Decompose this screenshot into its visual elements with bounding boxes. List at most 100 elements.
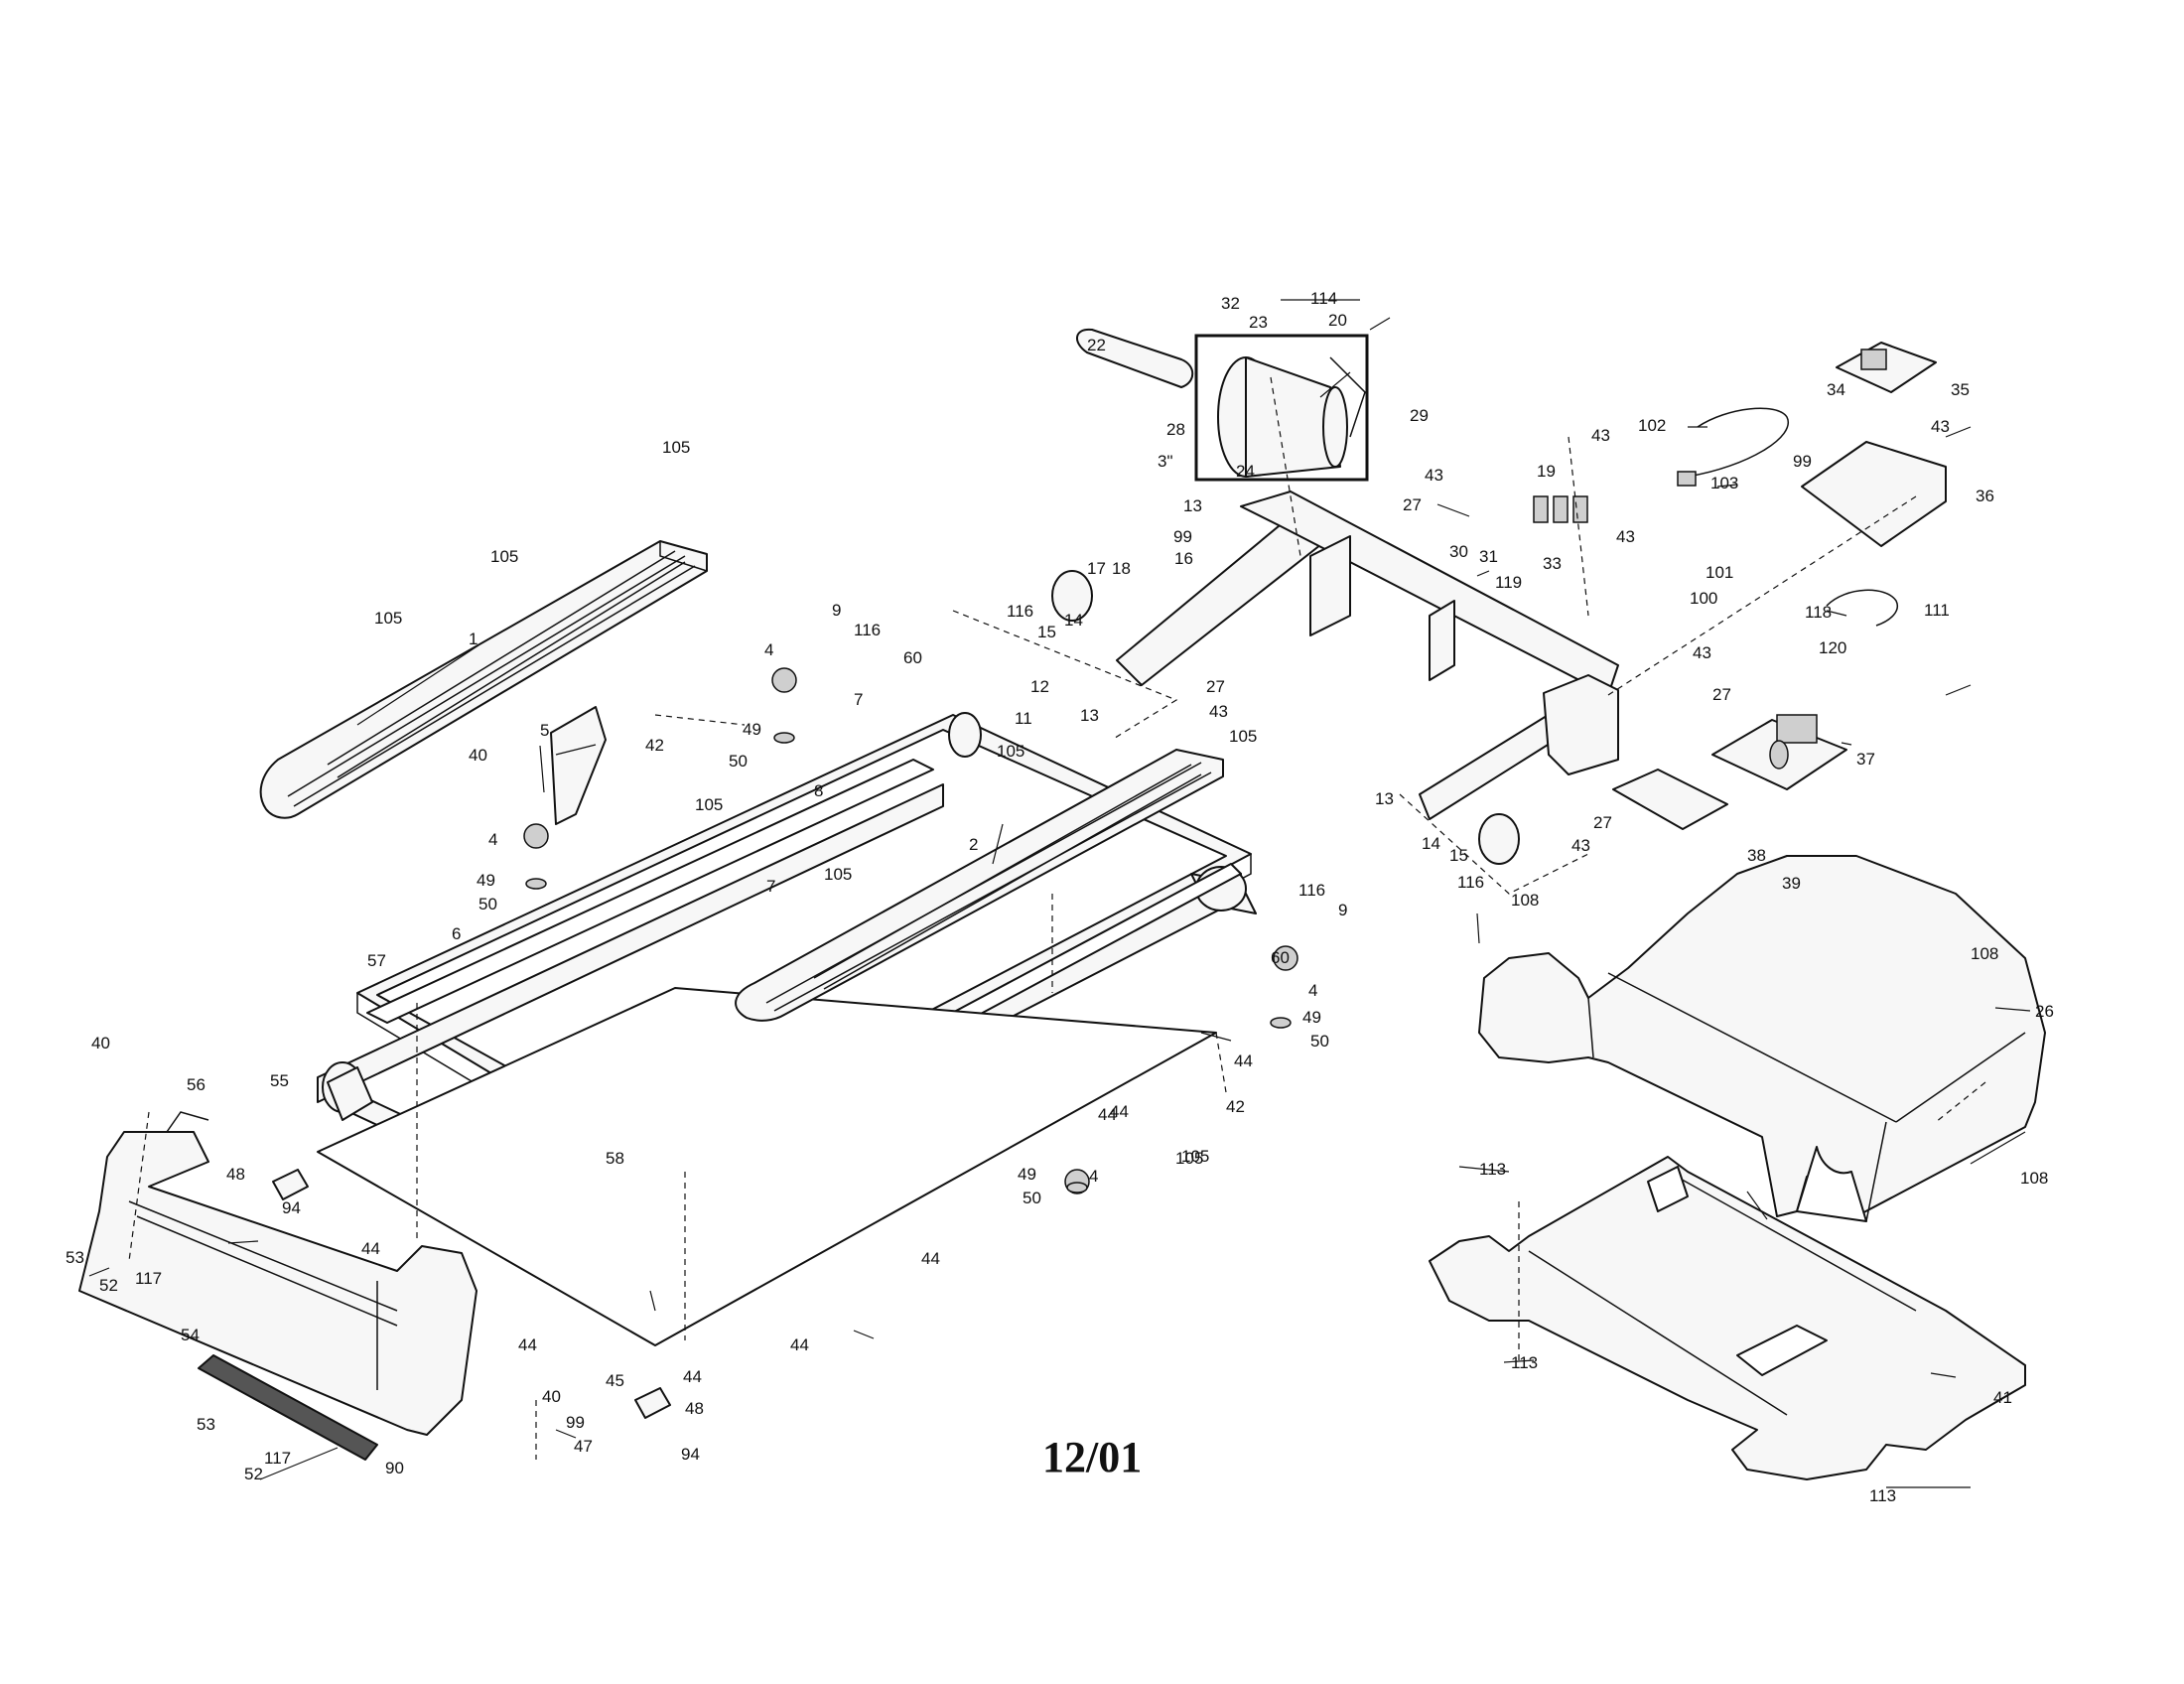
base-pan [1429, 1156, 2026, 1480]
label-116: 116 [1007, 602, 1033, 621]
label-4: 4 [488, 830, 497, 849]
label-111: 111 [1924, 601, 1950, 620]
label-22: 22 [1087, 336, 1106, 354]
drive-motor [1194, 334, 1369, 482]
label-49: 49 [477, 871, 495, 890]
label-12: 12 [1030, 677, 1049, 696]
label-49: 49 [1302, 1008, 1321, 1027]
label-31: 31 [1479, 547, 1498, 566]
label-99: 99 [1793, 452, 1812, 471]
left-foot-rail [259, 540, 708, 819]
label-38: 38 [1747, 846, 1766, 865]
label-8: 8 [814, 781, 823, 800]
label-14: 14 [1064, 611, 1083, 630]
wire-harness [1826, 589, 1898, 627]
label-19: 19 [1537, 462, 1556, 481]
label-40: 40 [91, 1034, 110, 1052]
label-50: 50 [478, 895, 497, 913]
motor-hood [1478, 855, 2046, 1222]
deck-and-frame [317, 714, 1257, 1346]
label-39: 39 [1782, 874, 1801, 893]
rear-end-cap [78, 1131, 478, 1436]
label-43: 43 [1616, 527, 1635, 546]
label-103: 103 [1710, 474, 1738, 492]
label-44: 44 [518, 1335, 537, 1354]
label-26: 26 [2035, 1002, 2054, 1021]
label-52: 52 [244, 1465, 263, 1483]
label-9: 9 [832, 601, 841, 620]
leader-lines [88, 299, 2031, 1488]
label-117: 117 [264, 1449, 291, 1468]
label-53: 53 [197, 1415, 215, 1434]
label-94: 94 [282, 1198, 301, 1217]
label-13: 13 [1080, 706, 1099, 725]
label-99: 99 [566, 1413, 585, 1432]
label-105: 105 [490, 547, 518, 566]
label-50: 50 [729, 752, 748, 771]
label-116: 116 [1298, 881, 1325, 900]
label-37: 37 [1856, 750, 1875, 769]
label-57: 57 [367, 951, 386, 970]
motor-control-board [1711, 714, 1847, 790]
label-60: 60 [1271, 948, 1290, 967]
label-101: 101 [1706, 563, 1733, 582]
label-48: 48 [226, 1165, 245, 1184]
mount-plate [1612, 769, 1728, 830]
label-27: 27 [1206, 677, 1225, 696]
label-44: 44 [361, 1239, 380, 1258]
label-43: 43 [1425, 466, 1443, 485]
label-14: 14 [1422, 834, 1440, 853]
label-20: 20 [1328, 311, 1347, 330]
label-7: 7 [854, 690, 863, 709]
label-49: 49 [743, 720, 761, 739]
label-36: 36 [1976, 487, 1994, 505]
label-33: 33 [1543, 554, 1562, 573]
label-2: 2 [969, 835, 978, 854]
drive-belt [1076, 328, 1194, 388]
label-117: 117 [135, 1269, 162, 1288]
right-foot-rail [735, 749, 1224, 1022]
label-116: 116 [854, 621, 881, 639]
label-105: 105 [997, 742, 1024, 761]
label-27: 27 [1593, 813, 1612, 832]
label-105: 105 [1181, 1147, 1209, 1166]
assembly-lines [128, 376, 1986, 1460]
label-100: 100 [1690, 589, 1717, 608]
label-56: 56 [187, 1075, 205, 1094]
label-43: 43 [1591, 426, 1610, 445]
label-27: 27 [1403, 495, 1422, 514]
label-99: 99 [1173, 527, 1192, 546]
label-41: 41 [1993, 1388, 2012, 1407]
label-5: 5 [540, 721, 549, 740]
label-105: 105 [695, 795, 723, 814]
label-44: 44 [683, 1367, 702, 1386]
label-29: 29 [1410, 406, 1429, 425]
label-108: 108 [1971, 944, 1998, 963]
revision-date-code: 12/01 [1042, 1433, 1142, 1481]
label-47: 47 [574, 1437, 593, 1456]
label-24: 24 [1236, 462, 1255, 481]
hardware-items [166, 495, 1588, 1419]
label-1: 1 [469, 630, 478, 648]
label-58: 58 [606, 1149, 624, 1168]
label-102: 102 [1638, 416, 1666, 435]
label-44: 44 [921, 1249, 940, 1268]
label-4: 4 [1089, 1167, 1098, 1186]
label-27: 27 [1712, 685, 1731, 704]
label-94: 94 [681, 1445, 700, 1464]
label-118: 118 [1805, 603, 1832, 622]
label-13: 13 [1375, 789, 1394, 808]
label-42: 42 [1226, 1097, 1245, 1116]
label-52: 52 [99, 1276, 118, 1295]
label-7: 7 [766, 877, 775, 896]
label-113: 113 [1511, 1353, 1538, 1372]
label-13: 13 [1183, 496, 1202, 515]
label-50: 50 [1023, 1189, 1041, 1207]
label-105: 105 [662, 438, 690, 457]
label-44: 44 [1234, 1052, 1253, 1070]
label-42: 42 [645, 736, 664, 755]
label-6: 6 [452, 924, 461, 943]
label-15: 15 [1037, 623, 1056, 641]
label-44: 44 [790, 1335, 809, 1354]
label-28: 28 [1166, 420, 1185, 439]
